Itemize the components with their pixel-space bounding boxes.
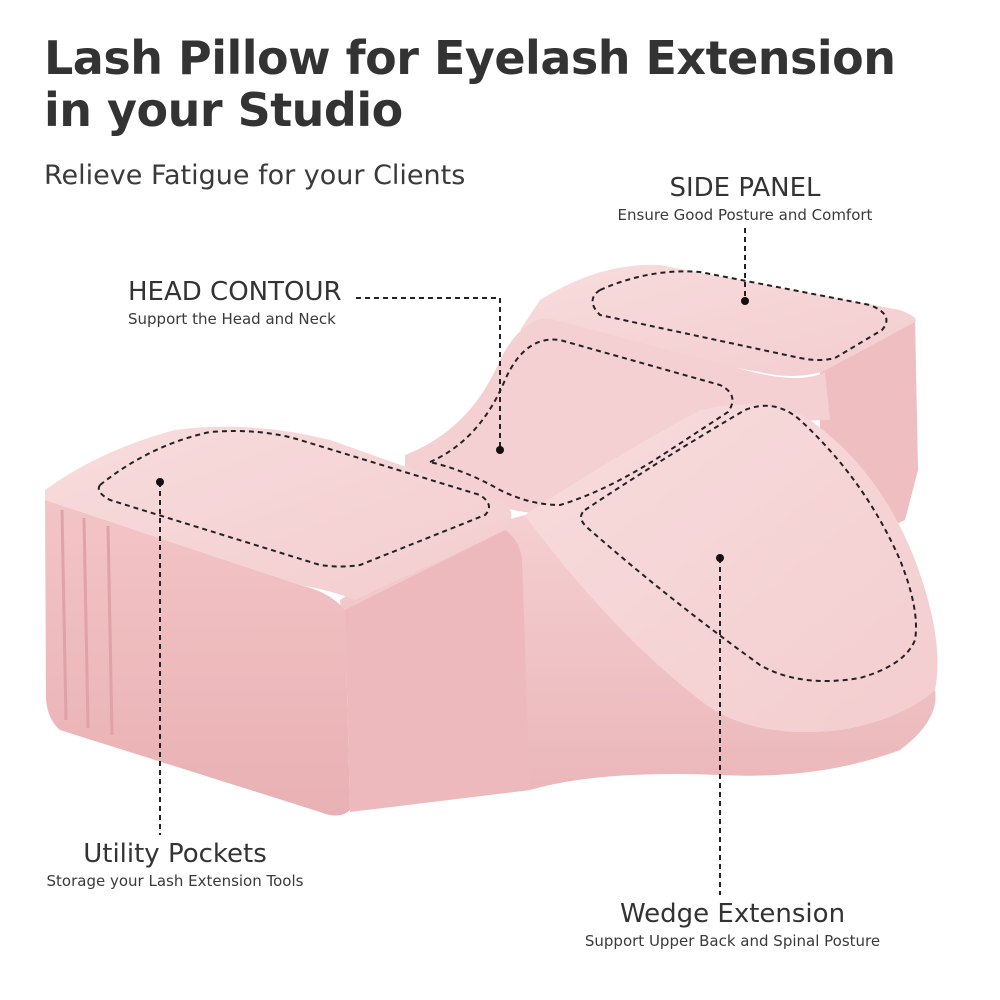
head-contour-title: HEAD CONTOUR	[128, 277, 342, 307]
headline-line-1: Lash Pillow for Eyelash Extension	[44, 31, 896, 85]
callout-side-panel: SIDE PANEL Ensure Good Posture and Comfo…	[590, 172, 900, 226]
utility-top-outline	[97, 430, 490, 568]
side-panel-block-top	[520, 264, 916, 376]
side-panel-subtitle: Ensure Good Posture and Comfort	[617, 206, 873, 224]
head-contour-subtitle: Support the Head and Neck	[128, 310, 336, 328]
head-contour-outline	[426, 338, 734, 507]
headline-line-2: in your Studio	[44, 83, 403, 137]
side-panel-title: SIDE PANEL	[669, 173, 821, 203]
side-panel-outline	[591, 270, 888, 361]
left-block-top	[45, 426, 512, 600]
tagline: Relieve Fatigue for your Clients	[44, 160, 466, 191]
callout-wedge-extension: Wedge Extension Support Upper Back and S…	[560, 898, 905, 952]
wedge-extension-title: Wedge Extension	[619, 899, 846, 929]
left-block-side	[45, 500, 350, 816]
head-contour-dot	[496, 446, 504, 454]
callout-head-contour: HEAD CONTOUR Support the Head and Neck	[128, 276, 342, 330]
utility-dot	[156, 478, 164, 486]
wedge-extension-outline	[580, 404, 917, 682]
utility-pockets-subtitle: Storage your Lash Extension Tools	[46, 872, 304, 890]
wedge-dot	[716, 554, 724, 562]
utility-pocket-seam	[60, 509, 68, 721]
wedge-extension-subtitle: Support Upper Back and Spinal Posture	[584, 932, 881, 950]
utility-pocket-seam	[82, 517, 90, 729]
callout-utility-pockets: Utility Pockets Storage your Lash Extens…	[30, 838, 320, 892]
utility-pockets-title: Utility Pockets	[83, 839, 267, 869]
side-panel-dot	[741, 297, 749, 305]
utility-pocket-seam	[106, 525, 114, 736]
head-contour-leader	[356, 297, 501, 448]
left-block-front	[345, 530, 530, 812]
headline: Lash Pillow for Eyelash Extension in you…	[44, 32, 896, 136]
wedge-extension-top	[525, 404, 938, 732]
